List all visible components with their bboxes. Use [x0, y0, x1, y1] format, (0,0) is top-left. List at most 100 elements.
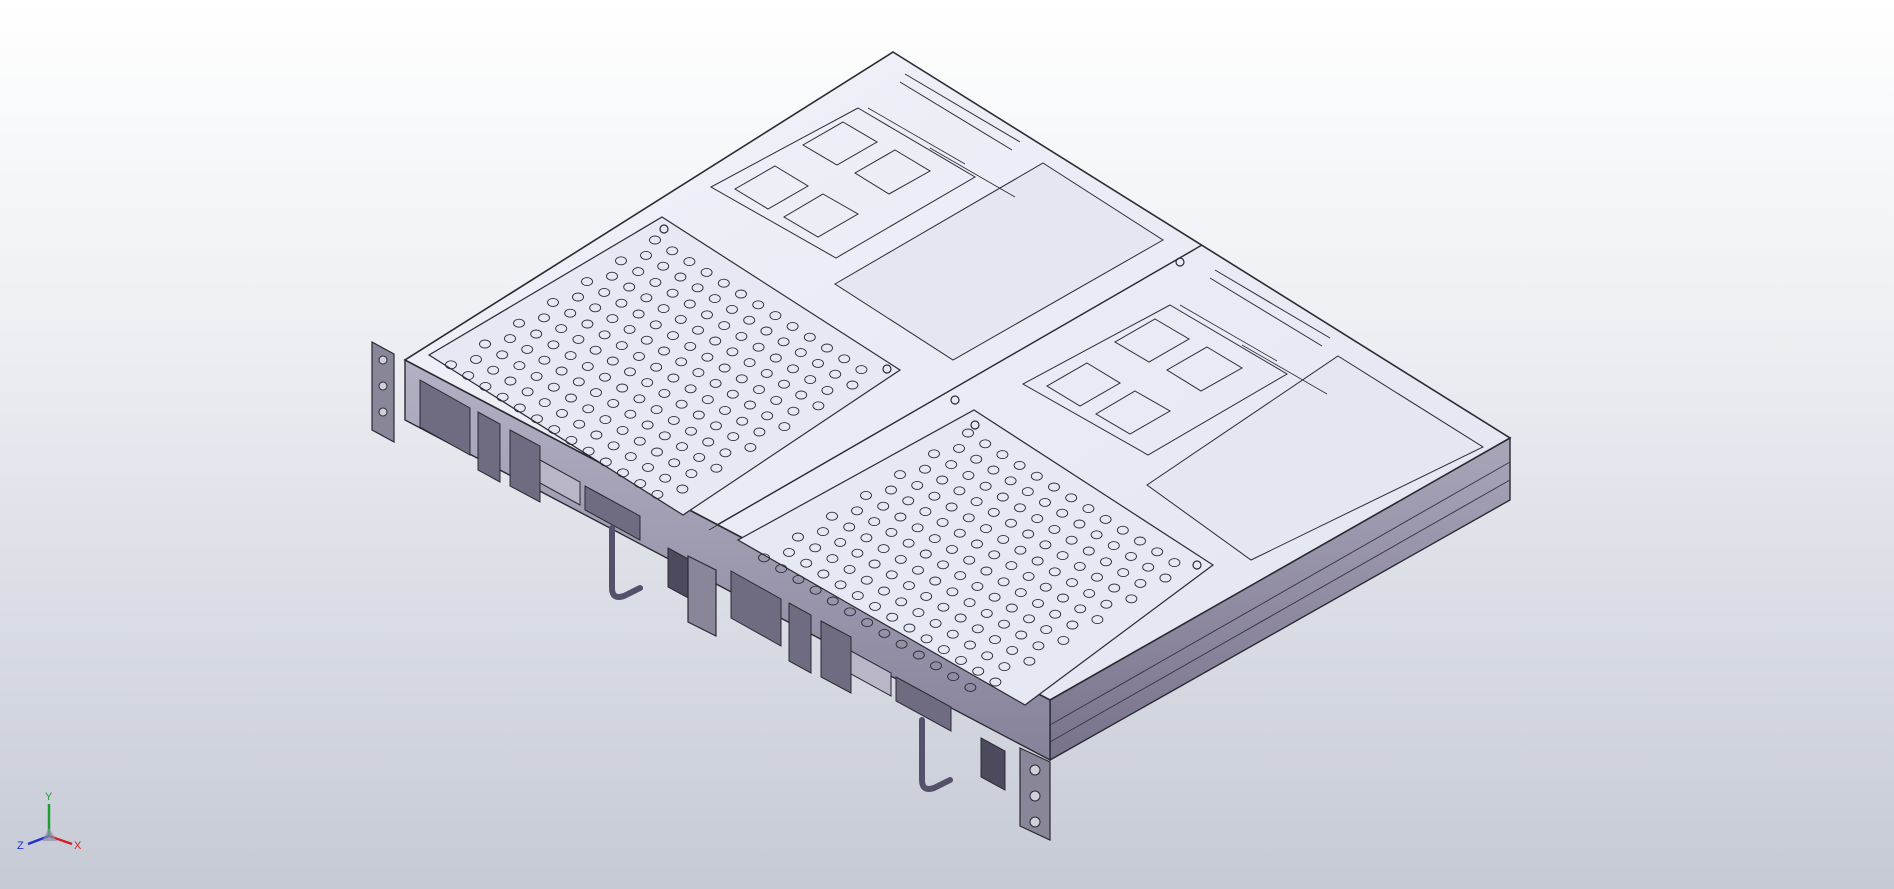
vent-hole — [911, 480, 924, 490]
module1-rail-line — [867, 107, 966, 165]
vent-hole — [945, 502, 958, 512]
vent-hole — [886, 612, 899, 622]
vent-hole — [804, 375, 817, 385]
vent-hole — [855, 365, 868, 375]
vent-hole — [666, 288, 679, 298]
vent-hole — [964, 640, 976, 650]
vent-hole — [547, 297, 559, 307]
vent-hole — [778, 422, 791, 432]
vent-hole — [674, 314, 687, 324]
vent-hole — [598, 330, 611, 340]
vent-hole — [912, 650, 925, 660]
vent-hole — [649, 235, 661, 245]
vent-hole — [710, 463, 723, 473]
vent-hole — [930, 661, 942, 671]
vent-hole — [623, 282, 636, 292]
vent-hole — [1083, 588, 1096, 598]
vent-hole — [962, 513, 975, 523]
module2-label-box — [1166, 346, 1243, 392]
vent-hole — [826, 511, 838, 521]
vent-hole — [676, 442, 688, 452]
vent-hole — [860, 533, 873, 543]
vent-hole — [640, 293, 653, 303]
module2-pull-handle[interactable] — [919, 717, 953, 792]
vent-hole — [895, 639, 908, 649]
side-seam-line — [1049, 461, 1511, 726]
vent-hole — [692, 325, 704, 335]
vent-hole — [964, 682, 977, 692]
vent-hole — [1073, 519, 1086, 529]
vent-hole — [998, 662, 1011, 672]
vent-hole — [760, 368, 773, 378]
module1-pull-handle[interactable] — [609, 525, 643, 600]
vent-hole — [599, 457, 612, 467]
vent-hole — [809, 543, 822, 553]
vent-hole — [616, 425, 629, 435]
vent-hole — [996, 492, 1009, 502]
vent-hole — [599, 372, 611, 382]
vent-hole — [513, 403, 526, 413]
vent-hole — [1142, 562, 1155, 572]
vent-hole — [668, 458, 681, 468]
rack-ear-hole — [1029, 816, 1041, 828]
vent-hole — [735, 331, 748, 341]
vent-hole — [1134, 578, 1147, 588]
vent-hole — [937, 560, 949, 570]
vent-hole — [954, 613, 967, 623]
vent-hole — [565, 435, 578, 445]
module2-front-ports — [730, 570, 1006, 791]
vent-hole — [651, 447, 663, 457]
vent-hole — [919, 507, 932, 517]
vent-hole — [572, 334, 585, 344]
vent-hole — [970, 454, 983, 464]
vent-hole — [989, 635, 1001, 645]
vent-hole — [691, 283, 704, 293]
vent-hole — [971, 581, 984, 591]
vent-hole — [987, 465, 1000, 475]
vent-hole — [1074, 604, 1087, 614]
vent-hole — [651, 489, 664, 499]
vent-hole — [778, 379, 790, 389]
vent-hole — [770, 395, 783, 405]
vent-hole — [1116, 525, 1129, 535]
vent-hole — [812, 358, 824, 368]
vent-hole — [727, 432, 740, 442]
rack-ear-hole — [378, 381, 388, 391]
vent-hole — [513, 318, 525, 328]
view-orientation-triad[interactable]: Y Z X — [14, 786, 84, 856]
vent-hole — [565, 393, 577, 403]
vent-hole — [590, 430, 603, 440]
vent-hole — [607, 398, 620, 408]
vent-hole — [980, 566, 993, 576]
vent-hole — [719, 448, 732, 458]
vent-hole — [843, 564, 856, 574]
screw-head — [1175, 257, 1185, 267]
vent-hole — [590, 388, 602, 398]
vent-hole — [615, 341, 628, 351]
vent-hole — [1014, 588, 1027, 598]
vent-hole — [1005, 603, 1018, 613]
vent-hole — [726, 389, 739, 399]
vent-hole — [947, 672, 960, 682]
module1-label-box — [854, 149, 931, 195]
vent-hole — [1056, 551, 1069, 561]
vent-hole — [1168, 558, 1181, 568]
vent-hole — [667, 415, 680, 425]
vent-hole — [902, 496, 915, 506]
vent-hole — [1057, 593, 1069, 603]
vent-hole — [878, 628, 891, 638]
vent-hole — [530, 329, 543, 339]
vent-hole — [980, 524, 992, 534]
vent-hole — [470, 354, 482, 364]
vent-hole — [919, 464, 931, 474]
vent-hole — [573, 419, 586, 429]
vent-hole — [953, 528, 966, 538]
vent-hole — [1082, 504, 1095, 514]
vent-hole — [634, 479, 647, 489]
vent-hole — [1099, 514, 1112, 524]
module2-rail-line — [1209, 277, 1323, 347]
vent-hole — [658, 346, 670, 356]
vent-hole — [710, 421, 722, 431]
